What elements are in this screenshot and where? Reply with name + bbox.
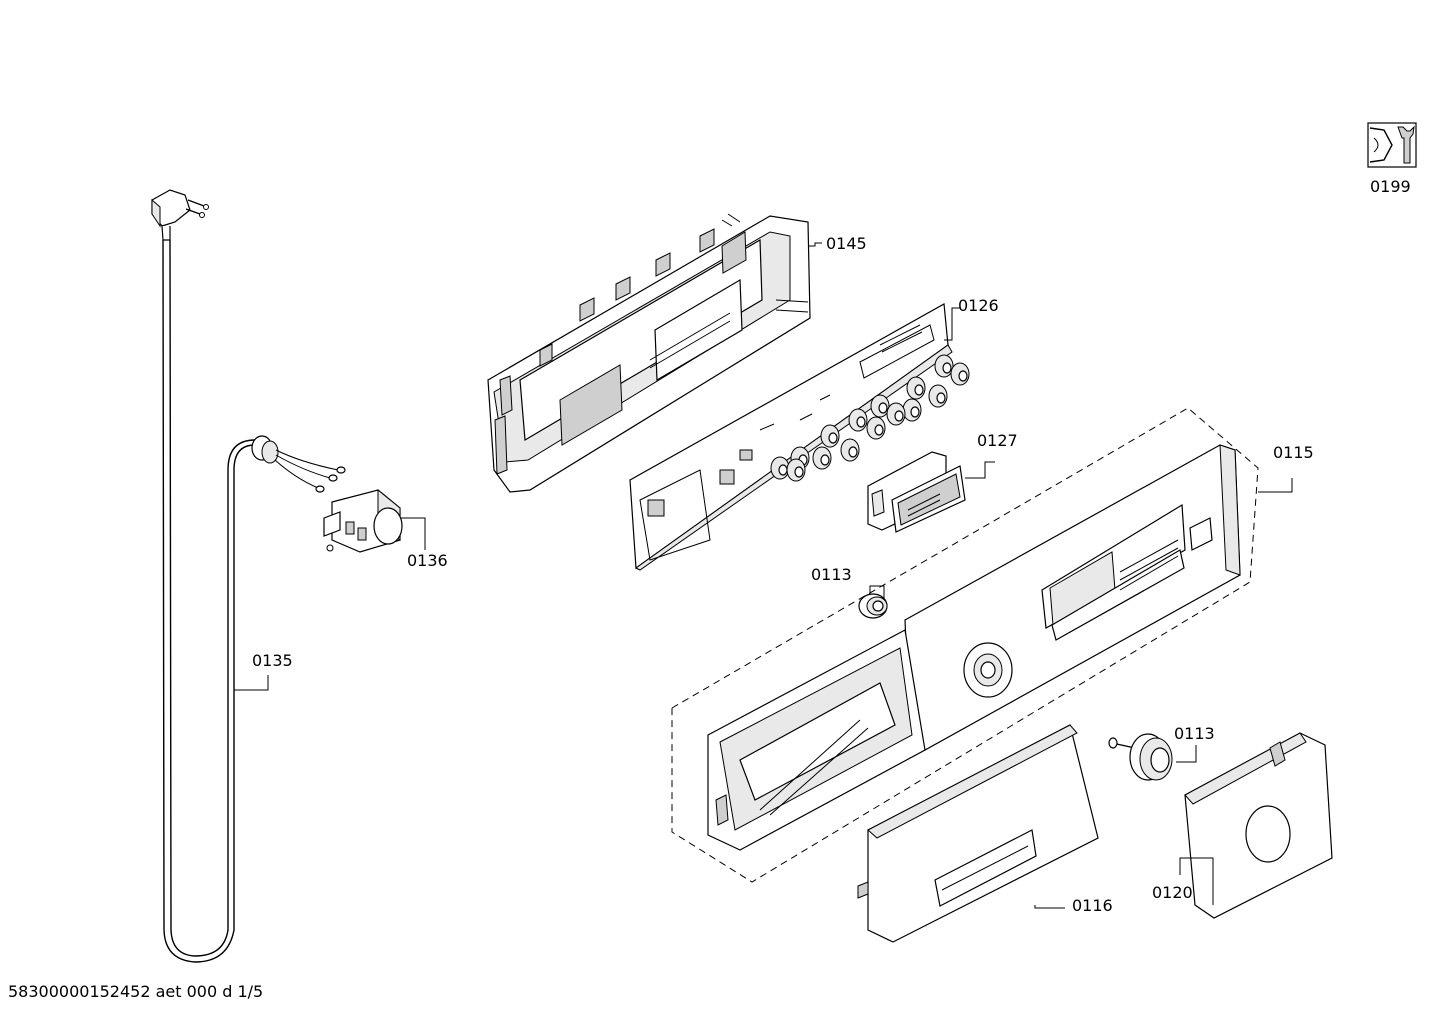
- wrench-screw-icon: [1367, 122, 1417, 168]
- drawing-reference-code: 58300000152452 aet 000 d 1/5: [8, 982, 263, 1001]
- interference-filter: [323, 488, 403, 553]
- encoder-knob-shaft: [936, 392, 946, 404]
- dispenser-handle: [857, 724, 1099, 943]
- part-label-0126: 0126: [958, 296, 999, 315]
- control-panel-fascia: [707, 444, 1241, 851]
- encoder-knob-shaft: [958, 370, 968, 382]
- encoder-knob-shaft: [894, 410, 904, 422]
- program-knob-small: [858, 593, 888, 619]
- encoder-knob-shaft: [794, 466, 804, 478]
- encoder-knob-shaft: [856, 416, 866, 428]
- assembly-group-outline: [671, 407, 1259, 883]
- part-label-0113-bottom: 0113: [1174, 724, 1215, 743]
- encoder-knob-shaft: [848, 446, 858, 458]
- part-label-0115: 0115: [1273, 443, 1314, 462]
- encoder-knob-shaft: [914, 384, 924, 396]
- mains-cable: [151, 189, 346, 963]
- part-label-0113-top: 0113: [811, 565, 852, 584]
- display-module: [867, 451, 966, 533]
- encoder-knob-shaft: [778, 464, 788, 476]
- control-panel-end-cap: [1184, 732, 1333, 919]
- encoder-knob-shaft: [828, 432, 838, 444]
- part-label-0116: 0116: [1072, 896, 1113, 915]
- part-label-0127: 0127: [977, 431, 1018, 450]
- encoder-knob-shaft: [878, 402, 888, 414]
- encoder-knob-shaft: [874, 424, 884, 436]
- part-label-0120: 0120: [1152, 883, 1193, 902]
- control-panel-carrier: [487, 213, 811, 493]
- encoder-knob-shaft: [820, 454, 830, 466]
- program-selector-knob: [1108, 733, 1173, 781]
- encoder-knob-shaft: [942, 362, 952, 374]
- part-label-0136: 0136: [407, 551, 448, 570]
- encoder-knob-shaft: [910, 406, 920, 418]
- board-knob-encoders: [770, 354, 970, 482]
- part-label-0135: 0135: [252, 651, 293, 670]
- part-label-0145: 0145: [826, 234, 867, 253]
- part-label-0199: 0199: [1370, 177, 1411, 196]
